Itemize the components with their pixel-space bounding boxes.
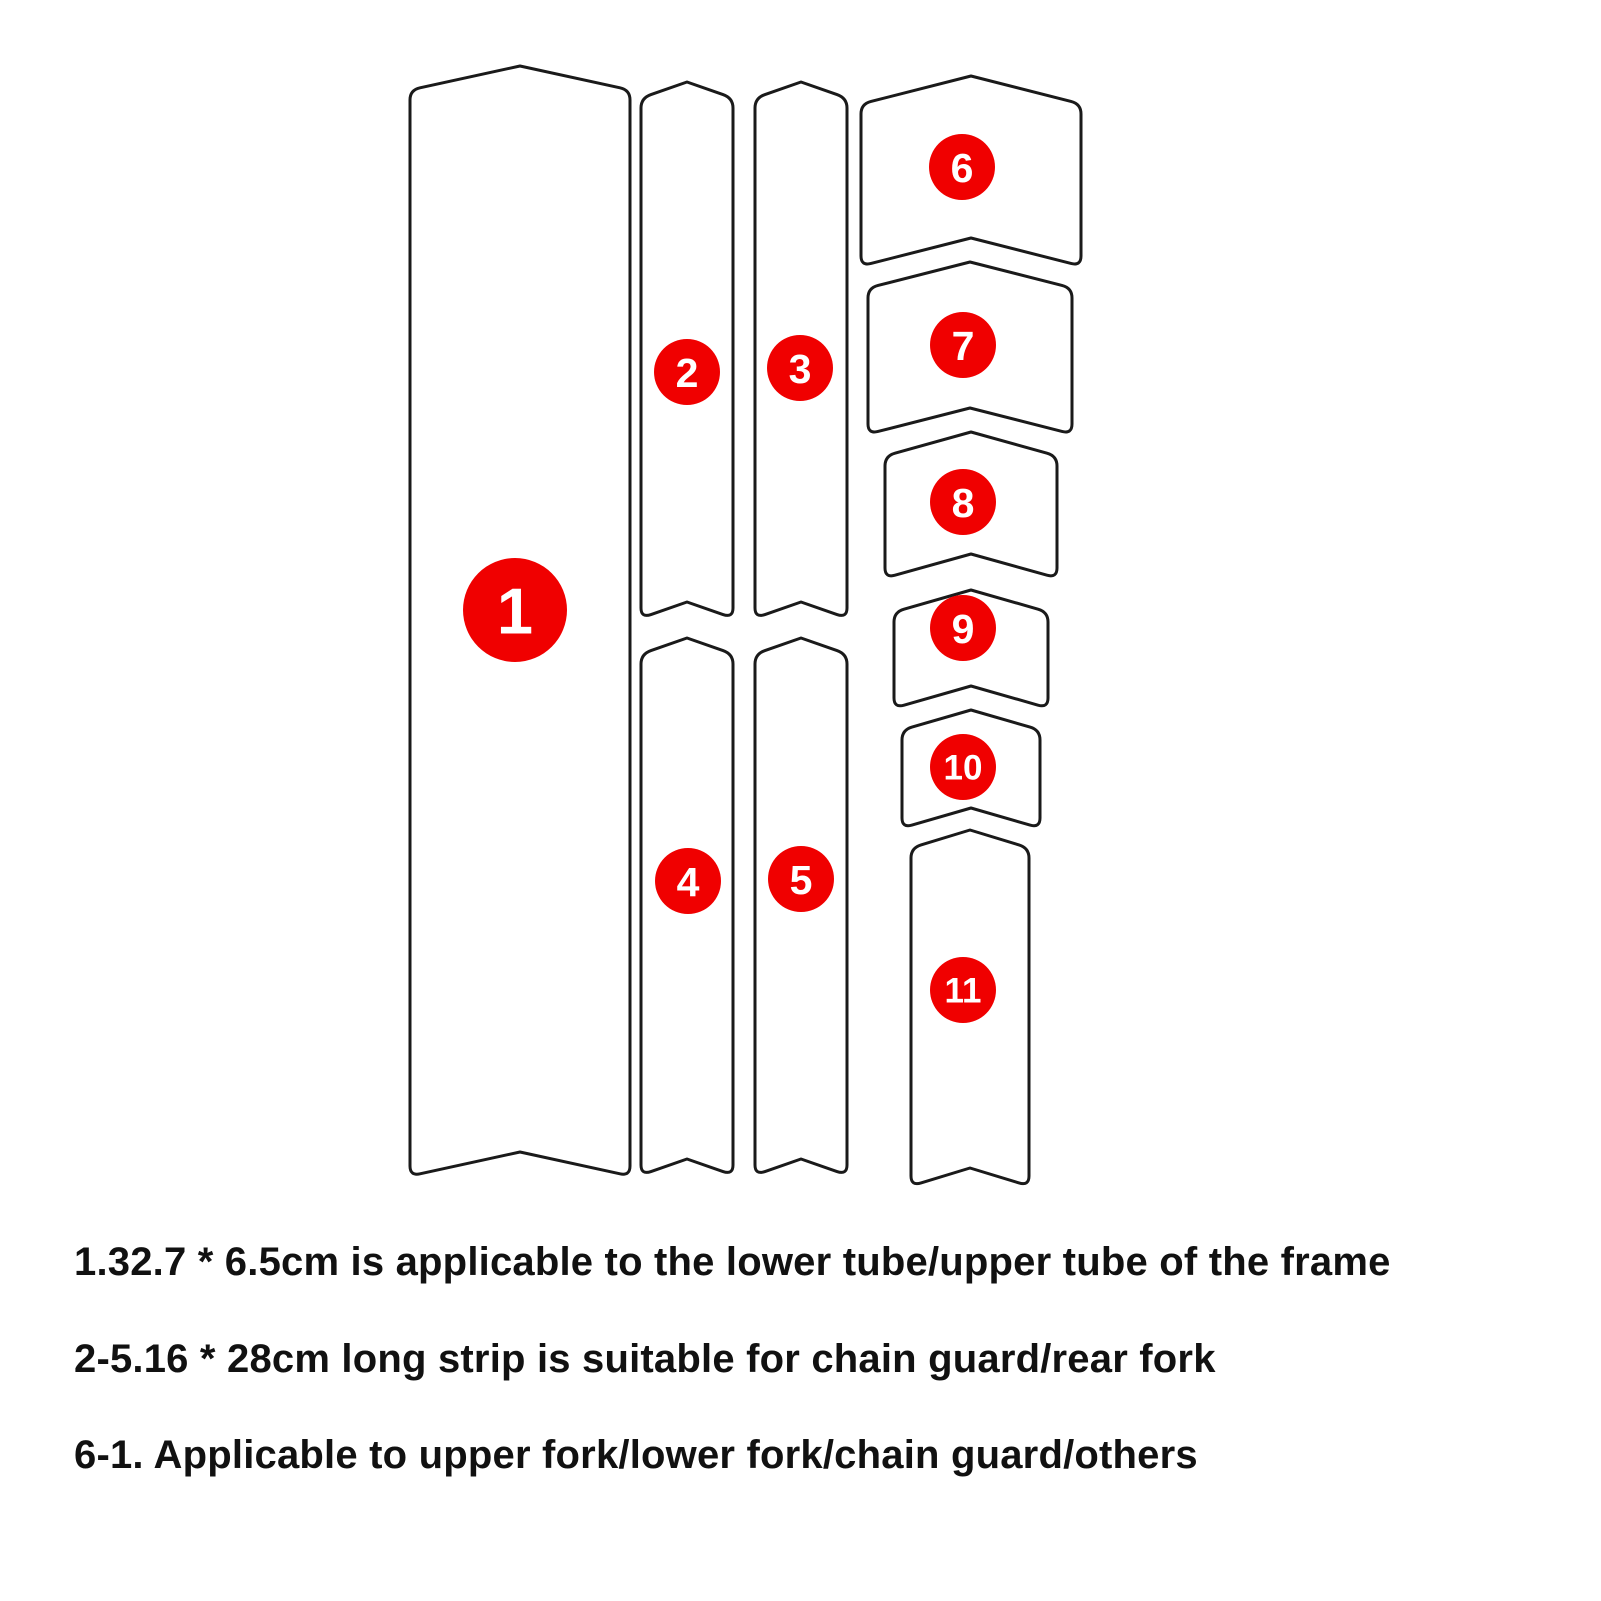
piece-number-badge [767,335,833,401]
piece-number-badge [654,339,720,405]
piece-number-badge [655,848,721,914]
sticker-piece-8: 8 [883,430,1059,578]
piece-number-badge [930,734,996,800]
sticker-piece-10: 10 [900,708,1042,828]
sticker-piece-7: 7 [866,260,1074,434]
piece-number-label: 8 [952,480,975,526]
piece-number-label: 2 [676,350,699,396]
piece-number-badge [930,312,996,378]
piece-number-badge [768,846,834,912]
piece-number-label: 1 [497,575,533,648]
sticker-piece-11: 11 [909,828,1031,1186]
piece-number-label: 7 [952,323,975,369]
description-line-3: 6-1. Applicable to upper fork/lower fork… [74,1433,1198,1477]
piece-number-badge [930,595,996,661]
piece-number-label: 6 [951,145,974,191]
piece-number-label: 10 [944,749,983,788]
piece-number-label: 3 [789,346,812,392]
sticker-piece-2: 2 [639,80,735,617]
piece-number-label: 4 [677,859,700,905]
piece-number-label: 9 [952,606,975,652]
piece-number-label: 11 [945,972,982,1011]
piece-number-badge [930,957,996,1023]
piece-number-badge [463,558,567,662]
sticker-piece-3: 3 [753,80,849,617]
sticker-piece-1: 1 [408,64,632,1176]
sticker-piece-5: 5 [753,636,849,1174]
sticker-piece-9: 9 [892,588,1050,708]
sticker-piece-6: 6 [859,74,1083,266]
description-line-1: 1.32.7 * 6.5cm is applicable to the lowe… [74,1240,1391,1284]
sticker-piece-4: 4 [639,636,735,1174]
piece-number-label: 5 [790,857,813,903]
piece-number-badge [929,134,995,200]
piece-number-badge [930,469,996,535]
description-line-2: 2-5.16 * 28cm long strip is suitable for… [74,1337,1216,1381]
